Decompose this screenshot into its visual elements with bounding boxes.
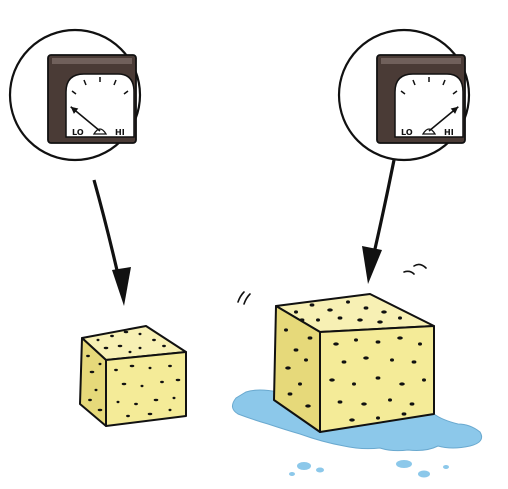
sponge-pore	[398, 316, 402, 320]
sponge-pore	[298, 382, 302, 386]
sponge-pore	[375, 376, 381, 380]
sponge-pore	[399, 382, 405, 386]
sponge-pore	[152, 338, 156, 342]
sponge-pore	[293, 348, 299, 352]
sponge-pore	[98, 362, 102, 366]
sponge-pore	[168, 364, 172, 368]
small-sponge-face	[105, 351, 187, 427]
sponge-pore	[390, 358, 394, 362]
sponge-pore	[307, 336, 313, 340]
sponge-pore	[411, 360, 417, 364]
right-arrow-down-icon	[362, 159, 396, 284]
sponge-pore	[409, 402, 415, 406]
sponge-pore	[162, 344, 166, 348]
sponge-pore	[375, 340, 381, 344]
right-meter-pivot	[421, 128, 437, 135]
sponge-pore	[299, 318, 305, 322]
sponge-pore	[126, 414, 130, 418]
sponge-pore	[357, 318, 363, 322]
sponge-pore	[148, 366, 152, 370]
sponge-pore	[352, 382, 356, 386]
sponge-pore	[96, 338, 100, 342]
right-callout: LO HI	[337, 28, 471, 162]
sponge-pore	[89, 370, 95, 374]
sponge-pore	[117, 344, 123, 348]
sponge-pore	[94, 388, 98, 392]
sponge-pore	[346, 300, 350, 304]
motion-lines-icon	[237, 263, 427, 305]
sponge-pore	[116, 400, 120, 404]
sponge-pore	[103, 346, 109, 350]
sponge-pore	[337, 400, 343, 404]
sponge-pore	[114, 368, 118, 372]
sponge-pore	[284, 328, 288, 332]
sponge-pore	[147, 412, 153, 416]
right-gauge-icon: LO HI	[376, 54, 466, 144]
large-sponge-icon	[273, 293, 435, 433]
large-sponge-pores	[284, 300, 426, 422]
sponge-pore	[134, 402, 138, 406]
small-sponge-pores	[86, 330, 181, 418]
left-meter-low-label: LO	[72, 128, 84, 137]
sponge-pore	[140, 384, 144, 388]
sponge-pore	[388, 398, 392, 402]
sponge-pore	[376, 416, 380, 420]
sponge-pore	[110, 334, 114, 338]
sponge-pore	[337, 316, 343, 320]
sponge-pore	[123, 330, 129, 334]
sponge-pore	[354, 338, 358, 342]
sponge-pore	[305, 404, 311, 408]
sponge-pore	[309, 303, 315, 307]
sponge-pore	[88, 398, 92, 402]
sponge-pore	[175, 378, 181, 382]
left-meter-pivot	[92, 128, 108, 135]
sponge-pore	[377, 320, 383, 324]
right-meter-face	[394, 73, 464, 138]
left-meter-high-label: HI	[115, 128, 125, 137]
sponge-pore	[363, 356, 369, 360]
sponge-pore	[329, 378, 335, 382]
sponge-pore	[138, 346, 142, 350]
right-meter-high-label: HI	[444, 128, 454, 137]
sponge-pore	[153, 398, 159, 402]
sponge-pore	[160, 380, 164, 384]
sponge-pore	[381, 310, 387, 314]
sponge-pore	[397, 336, 403, 340]
sponge-pore	[422, 378, 426, 382]
sponge-pore	[363, 306, 369, 310]
left-gauge-icon: LO HI	[47, 54, 137, 144]
small-sponge-icon	[79, 325, 187, 427]
sponge-pore	[361, 402, 367, 406]
sponge-pore	[401, 412, 407, 416]
sponge-pore	[129, 364, 135, 368]
left-arrow-down-icon	[92, 179, 131, 306]
sponge-pore	[287, 392, 293, 396]
sponge-pore	[333, 342, 339, 346]
sponge-pore	[168, 408, 172, 412]
sponge-pore	[327, 308, 333, 312]
sponge-pore	[86, 354, 90, 358]
sponge-pore	[97, 408, 103, 412]
left-meter-face	[65, 73, 135, 138]
sponge-pore	[418, 342, 422, 346]
sponge-pore	[138, 332, 142, 336]
sponge-pore	[304, 358, 308, 362]
left-callout: LO HI	[8, 28, 142, 162]
sponge-pore	[341, 360, 347, 364]
sponge-pore	[349, 418, 355, 422]
right-meter-low-label: LO	[401, 128, 413, 137]
sponge-pore	[121, 382, 127, 386]
sponge-pore	[285, 366, 291, 370]
sponge-pore	[316, 318, 320, 322]
sponge-pore	[172, 396, 176, 400]
sponge-pore	[294, 310, 298, 314]
sponge-pore	[128, 350, 132, 354]
